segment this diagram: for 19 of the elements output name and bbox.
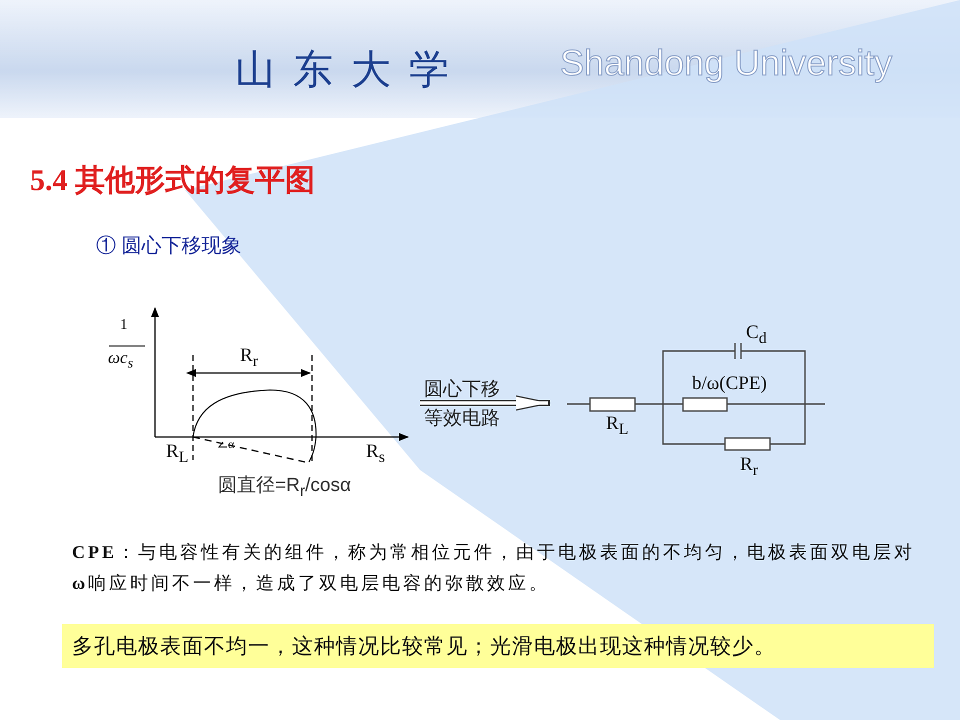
description-text: CPE：与电容性有关的组件，称为常相位元件，由于电极表面的不均匀，电极表面双电层对ω响应时间不一样，造成了双电层电容的弥散效应。 [72, 541, 916, 595]
resistor-label: R$_{L}$ [606, 413, 628, 439]
note-box [62, 624, 934, 668]
dimension-label: R$_{r}$ [240, 345, 258, 371]
cpe-label: b/ω(CPE) [692, 373, 767, 395]
slide-title: 5.4 其他形式的复平图 [30, 163, 315, 199]
axis-label: ωc$_{s}$ [108, 348, 134, 372]
arrow [420, 395, 551, 411]
axis-label: 1 [120, 317, 128, 334]
formula-label: 圆直径=R$_{r}$/cosα [218, 474, 351, 501]
subheading: ① 圆心下移现象 [96, 234, 242, 259]
capacitor-label: C$_{d}$ [746, 322, 767, 348]
edge-label: 圆心下移等效电路 [424, 377, 501, 431]
university-name-calligraphy: 山东大学 [235, 46, 467, 94]
resistor-label: R$_{r}$ [740, 454, 758, 480]
axis-label: R$_{s}$ [366, 441, 385, 467]
note-text: 多孔电极表面不均一，这种情况比较常见；光滑电极出现这种情况较少。 [72, 633, 776, 660]
axis-label: R$_{L}$ [166, 441, 188, 467]
university-name: Shandong University [560, 42, 892, 84]
